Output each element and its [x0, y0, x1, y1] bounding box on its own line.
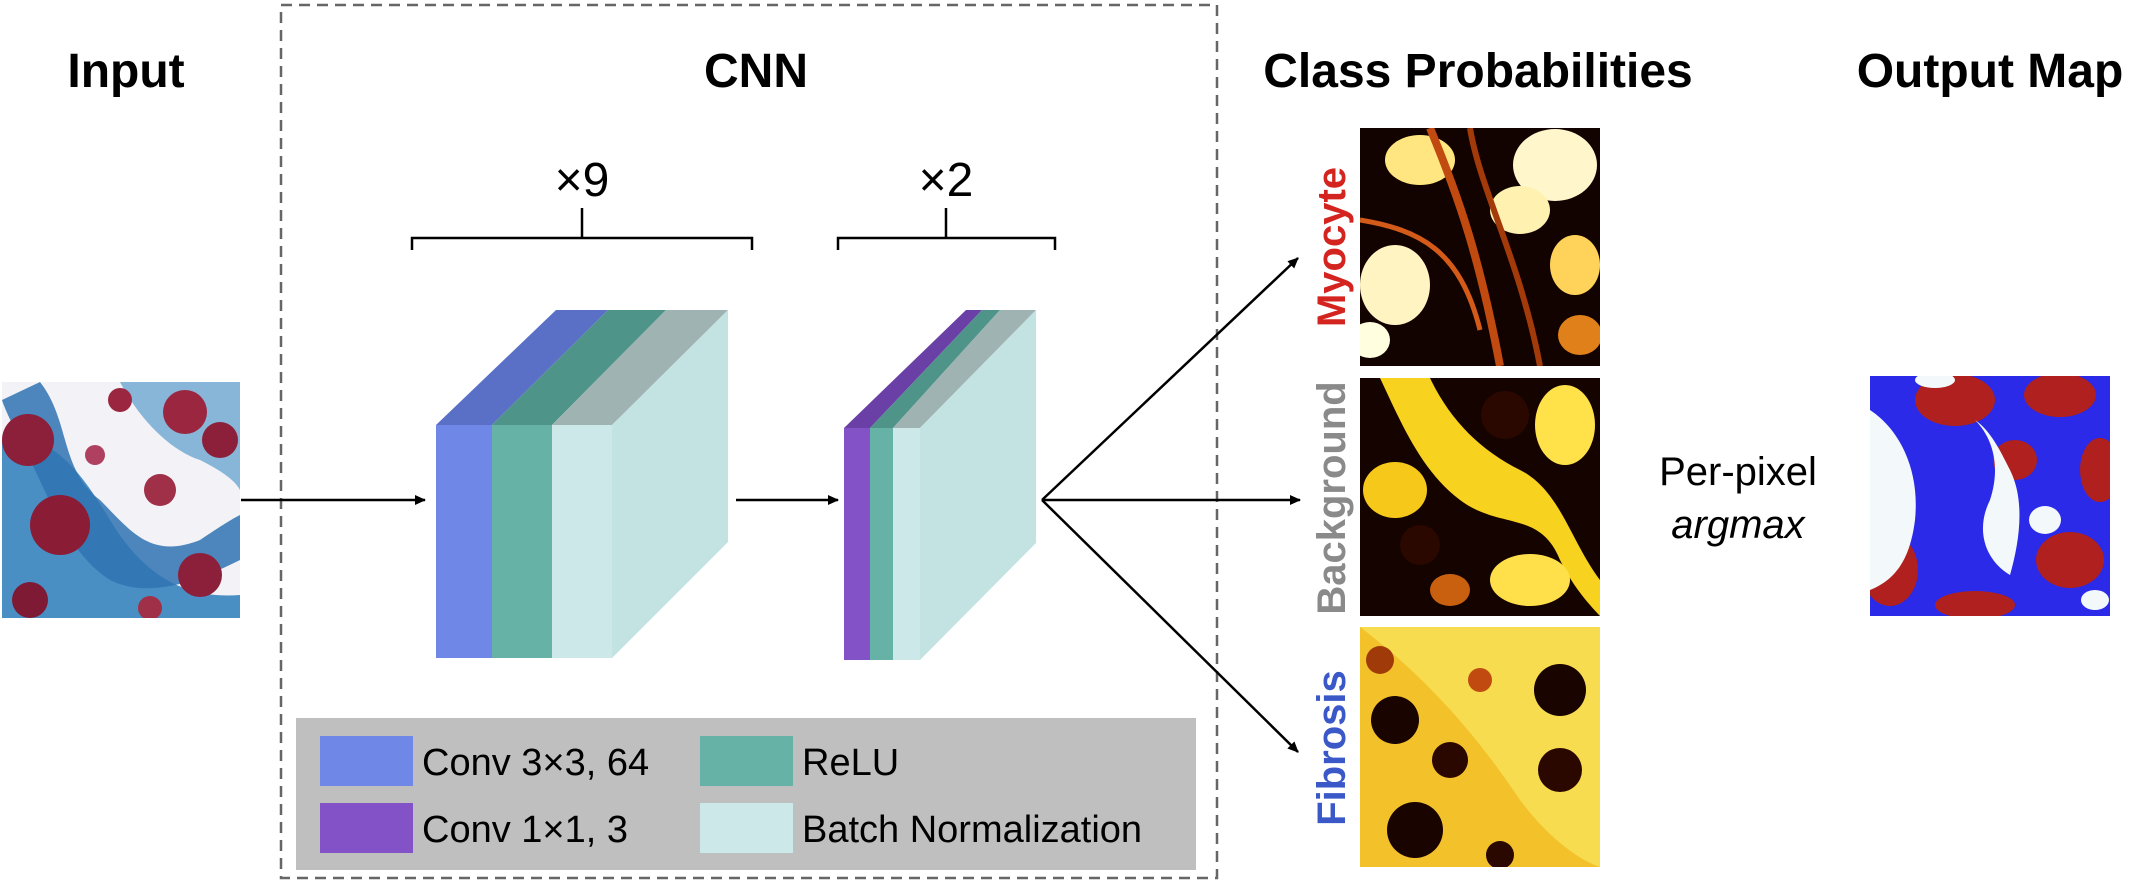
bracket-block1	[410, 208, 754, 250]
legend: Conv 3×3, 64 ReLU Conv 1×1, 3 Batch Norm…	[296, 718, 1196, 870]
class-label-background: Background	[1310, 381, 1354, 614]
bracket-block2	[836, 208, 1057, 250]
legend-label-conv3: Conv 3×3, 64	[422, 742, 649, 784]
output-segmentation-map	[1870, 376, 2110, 616]
class-label-fibrosis: Fibrosis	[1310, 670, 1354, 826]
legend-label-conv1: Conv 1×1, 3	[422, 809, 628, 851]
block1-relu-front	[492, 425, 552, 658]
legend-swatch-relu	[700, 736, 793, 786]
repeat-label-1: ×9	[555, 154, 610, 207]
block2-relu-front	[870, 428, 893, 660]
legend-swatch-conv1	[320, 803, 413, 853]
block1-bn-top	[552, 310, 728, 425]
probability-map-background	[1360, 378, 1600, 616]
legend-swatch-conv3	[320, 736, 413, 786]
block1-conv-front	[436, 425, 492, 658]
block2-conv1-top	[844, 310, 982, 428]
arrow-to-myocyte	[1041, 257, 1299, 501]
legend-label-relu: ReLU	[802, 742, 899, 784]
class-probabilities-title: Class Probabilities	[1263, 45, 1693, 98]
input-title: Input	[67, 45, 184, 98]
block1-3d-stack	[436, 310, 728, 658]
block2-relu-top	[870, 310, 1000, 428]
argmax-note-line1: Per-pixel	[1659, 450, 1817, 494]
repeat-label-2: ×2	[919, 154, 974, 207]
block1-conv-top	[436, 310, 608, 425]
argmax-note-line2: argmax	[1671, 503, 1806, 547]
input-image	[2, 382, 240, 618]
block2-bn-side	[920, 310, 1036, 660]
block1-bn-front	[552, 425, 612, 658]
block1-bn-side	[612, 310, 728, 658]
cnn-frame	[279, 3, 1219, 880]
probability-map-fibrosis	[1360, 627, 1600, 867]
arrow-to-fibrosis	[1041, 499, 1299, 753]
block1-relu-top	[492, 310, 666, 425]
block2-bn-front	[893, 428, 920, 660]
legend-swatch-batchnorm	[700, 803, 793, 853]
legend-label-batchnorm: Batch Normalization	[802, 809, 1142, 851]
probability-map-myocyte	[1360, 128, 1600, 366]
block2-conv1-front	[844, 428, 870, 660]
output-map-title: Output Map	[1857, 45, 2124, 98]
class-label-myocyte: Myocyte	[1310, 167, 1354, 327]
block2-3d-stack	[844, 310, 1036, 660]
cnn-title: CNN	[704, 45, 808, 98]
block2-bn-top	[893, 310, 1036, 428]
